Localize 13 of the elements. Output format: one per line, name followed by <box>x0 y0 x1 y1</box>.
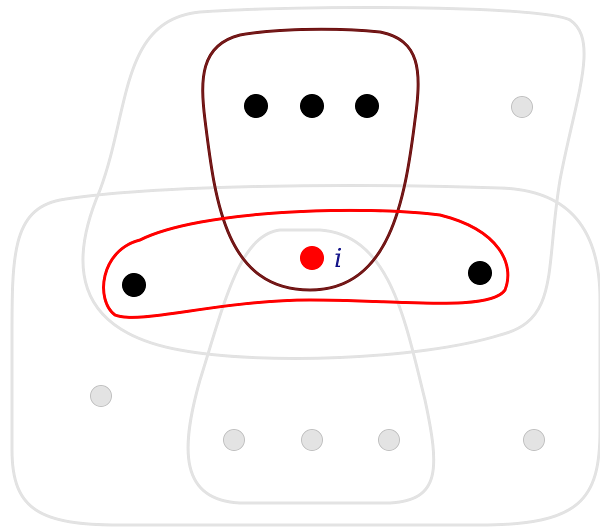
vertex-dot <box>223 429 245 451</box>
vertex-dot <box>90 385 112 407</box>
vertex-dot <box>378 429 400 451</box>
vertex-label: i <box>334 246 342 272</box>
vertex-dot <box>122 273 146 297</box>
vertex-dot <box>355 94 379 118</box>
vertex-dot <box>468 261 492 285</box>
vertex-dot <box>300 94 324 118</box>
vertex-dot <box>511 96 533 118</box>
vertex-dot <box>301 429 323 451</box>
vertex-dot <box>523 429 545 451</box>
vertex-dot <box>244 94 268 118</box>
vertex-dot <box>300 246 324 270</box>
